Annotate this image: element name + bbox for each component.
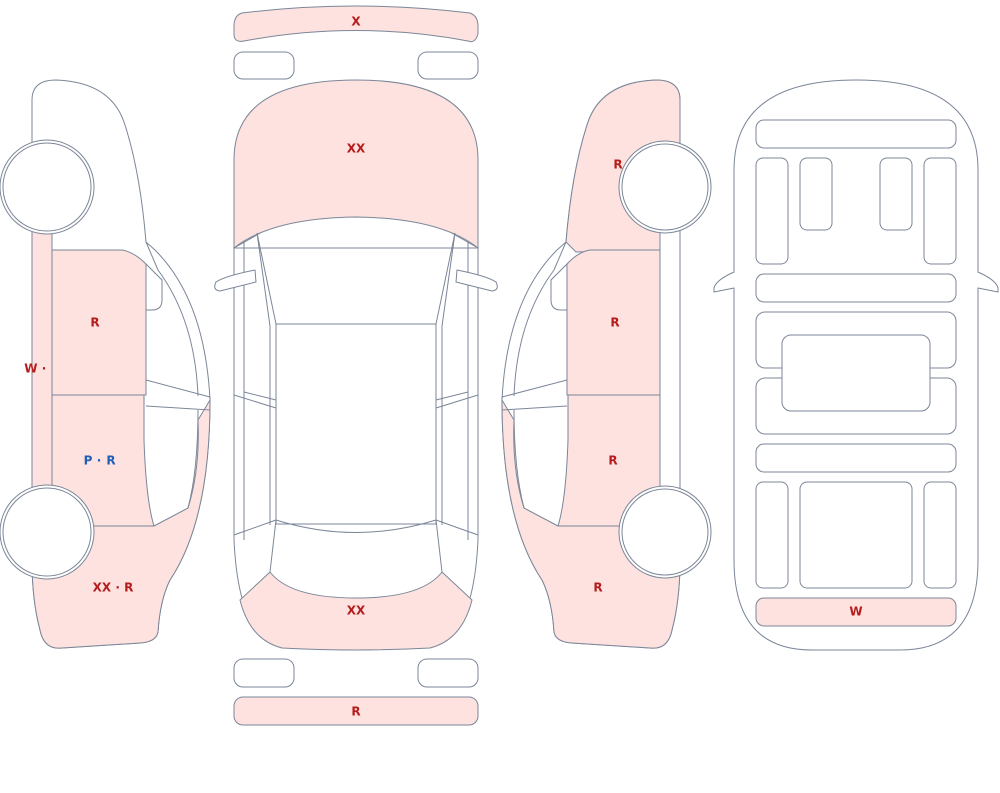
roof-panel[interactable] bbox=[275, 323, 437, 525]
floor-front-right-rail[interactable] bbox=[923, 157, 957, 265]
front-bumper-label: X bbox=[351, 15, 361, 29]
floor-trunk-pan[interactable] bbox=[799, 481, 913, 589]
wheel-icon bbox=[0, 139, 95, 235]
right-headlight[interactable] bbox=[417, 51, 479, 80]
left-tail-light[interactable] bbox=[233, 658, 295, 688]
right-front-door-panel[interactable] bbox=[566, 249, 661, 396]
left-rear-door-label-sep: · bbox=[97, 454, 102, 468]
wheel-icon bbox=[618, 485, 712, 579]
top-view: X XX XX bbox=[214, 5, 498, 726]
left-quarter-label: XX · R bbox=[93, 581, 134, 595]
trunk-label: XX bbox=[347, 604, 366, 618]
floor-rear-left-rail[interactable] bbox=[755, 481, 789, 589]
right-rear-door-label: R bbox=[608, 454, 617, 468]
floor-view: W bbox=[713, 79, 999, 651]
right-front-door-label: R bbox=[610, 316, 619, 330]
front-bumper-panel[interactable] bbox=[233, 5, 479, 43]
wheel-icon bbox=[618, 140, 712, 234]
floor-rear-right-rail[interactable] bbox=[923, 481, 957, 589]
trunk-panel[interactable] bbox=[239, 571, 473, 651]
floor-rear-cross-member[interactable] bbox=[755, 443, 957, 473]
wheel-icon bbox=[0, 484, 95, 580]
floor-rear-panel[interactable] bbox=[755, 597, 957, 627]
floor-front-left-mount[interactable] bbox=[799, 157, 833, 231]
right-quarter-label: R bbox=[593, 581, 602, 595]
left-side-view: W · R R P · R XX · R bbox=[0, 79, 211, 649]
left-fender-front-label: W · R bbox=[24, 362, 59, 376]
left-front-door-panel[interactable] bbox=[51, 249, 147, 396]
rear-bumper-panel[interactable] bbox=[233, 696, 479, 726]
floor-front-left-rail[interactable] bbox=[755, 157, 789, 265]
floor-rear-panel-label: W bbox=[849, 605, 862, 619]
right-side-view: R R R R bbox=[501, 79, 712, 649]
floor-center-tunnel[interactable] bbox=[781, 334, 931, 412]
right-tail-light[interactable] bbox=[417, 658, 479, 688]
left-mirror[interactable] bbox=[214, 269, 257, 292]
left-headlight[interactable] bbox=[233, 51, 295, 80]
hood-label: XX bbox=[347, 142, 366, 156]
left-rear-door-label-r: R bbox=[106, 454, 115, 468]
right-mirror[interactable] bbox=[455, 269, 498, 292]
floor-firewall-member[interactable] bbox=[755, 273, 957, 303]
rear-bumper-label: R bbox=[351, 705, 360, 719]
floor-front-right-mount[interactable] bbox=[879, 157, 913, 231]
left-front-door-label: R bbox=[90, 316, 99, 330]
right-fender-front-label: R bbox=[613, 158, 622, 172]
floor-front-cross-member[interactable] bbox=[755, 119, 957, 149]
left-rear-door-label-p: P bbox=[84, 454, 93, 468]
hood-panel[interactable] bbox=[233, 79, 479, 249]
